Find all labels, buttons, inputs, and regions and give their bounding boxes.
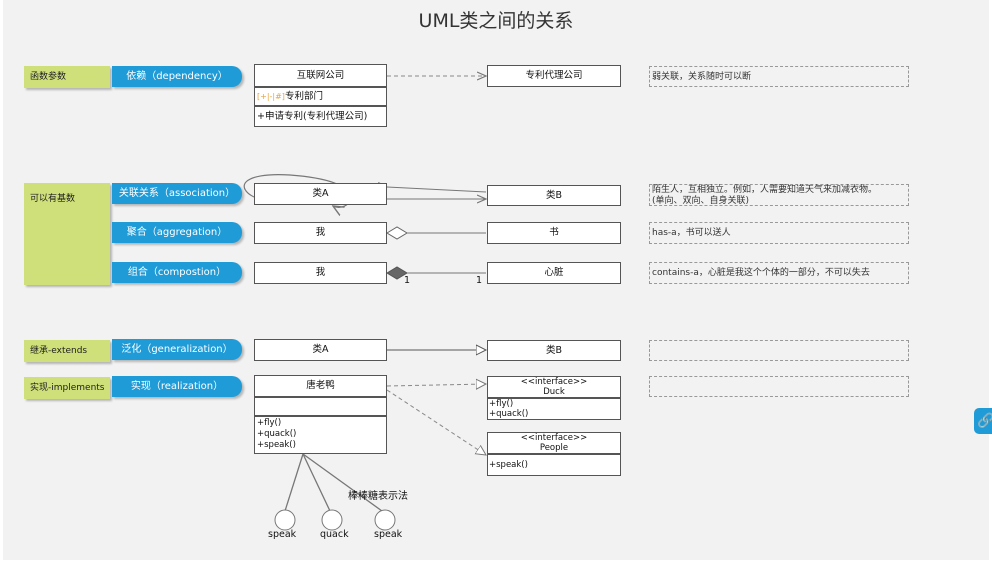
note-text: contains-a，心脏是我这个个体的一部分，不可以失去 bbox=[652, 268, 870, 278]
class-name: 我 bbox=[315, 267, 326, 278]
link-icon[interactable]: 🔗 bbox=[974, 408, 992, 434]
method-speak: +speak() bbox=[257, 440, 296, 450]
relation-association: 关联关系（association） bbox=[112, 183, 242, 204]
class-name: 互联网公司 bbox=[296, 70, 345, 81]
class-a-generalization: 类A bbox=[254, 339, 387, 361]
stereotype: <<interface>> bbox=[520, 433, 588, 443]
class-me-aggregation: 我 bbox=[254, 222, 387, 244]
method-text: +申请专利(专利代理公司) bbox=[257, 111, 368, 122]
lollipop-label-3: speak bbox=[374, 529, 403, 540]
note-realization bbox=[649, 376, 909, 397]
lollipop-circle-1 bbox=[274, 509, 296, 531]
class-name: 类A bbox=[312, 188, 329, 199]
class-internet-company-attrs: [+|-|#]专利部门 bbox=[254, 87, 387, 106]
category-label: 函数参数 bbox=[30, 72, 67, 82]
category-label: 实现-implements bbox=[30, 383, 105, 393]
note-composition: contains-a，心脏是我这个个体的一部分，不可以失去 bbox=[649, 262, 909, 284]
method-quack: +quack() bbox=[489, 409, 529, 419]
class-internet-company-name: 互联网公司 bbox=[254, 64, 387, 87]
class-name: 类B bbox=[545, 190, 563, 201]
category-extends: 继承-extends bbox=[24, 340, 110, 362]
multiplicity-right: 1 bbox=[476, 275, 483, 286]
diagram-title: UML类之间的关系 bbox=[418, 10, 574, 32]
class-heart: 心脏 bbox=[487, 262, 621, 284]
category-multiplicity: 可以有基数 bbox=[24, 183, 110, 285]
lollipop-line-1 bbox=[284, 453, 304, 512]
class-name: 类A bbox=[312, 344, 329, 355]
class-name: 我 bbox=[315, 227, 326, 238]
method-speak: +speak() bbox=[489, 460, 528, 470]
category-label: 可以有基数 bbox=[30, 194, 76, 204]
class-b-association: 类B bbox=[487, 185, 621, 206]
class-b-generalization: 类B bbox=[487, 340, 621, 361]
category-implements: 实现-implements bbox=[24, 377, 110, 399]
lollipop-title: 棒棒糖表示法 bbox=[348, 491, 408, 502]
class-name: 类B bbox=[545, 345, 563, 356]
class-donald-duck-attrs bbox=[254, 397, 387, 416]
note-text-line2: (单向、双向、自身关联) bbox=[652, 196, 750, 206]
attribute-text: 专利部门 bbox=[284, 91, 323, 102]
note-text: has-a，书可以送人 bbox=[652, 228, 731, 238]
class-donald-duck-methods: +fly() +quack() +speak() bbox=[254, 416, 387, 454]
multiplicity-left: 1 bbox=[404, 275, 411, 286]
relation-aggregation: 聚合（aggregation） bbox=[112, 222, 242, 243]
class-me-composition: 我 bbox=[254, 262, 387, 284]
class-donald-duck-name: 唐老鸭 bbox=[254, 375, 387, 397]
note-dependency: 弱关联，关系随时可以断 bbox=[649, 66, 909, 87]
note-association: 陌生人，互相独立。例如，人需要知道天气来加减衣物。 (单向、双向、自身关联) bbox=[649, 184, 909, 206]
interface-people-header: <<interface>> People bbox=[487, 432, 621, 454]
aggregation-diamond bbox=[386, 226, 408, 240]
lollipop-line-3 bbox=[302, 453, 383, 512]
lollipop-line-2 bbox=[302, 453, 331, 512]
note-text-line1: 陌生人，互相独立。例如，人需要知道天气来加减衣物。 bbox=[652, 185, 878, 195]
interface-duck-header: <<interface>> Duck bbox=[487, 376, 621, 398]
class-name: 书 bbox=[549, 227, 559, 238]
method-fly: +fly() bbox=[489, 399, 514, 409]
class-name: 唐老鸭 bbox=[306, 380, 335, 391]
lollipop-label-2: quack bbox=[320, 529, 349, 540]
class-patent-agency: 专利代理公司 bbox=[487, 65, 621, 87]
lollipop-circle-3 bbox=[374, 509, 396, 531]
class-a-association: 类A bbox=[254, 183, 387, 205]
method-fly: +fly() bbox=[257, 418, 282, 428]
interface-name: People bbox=[539, 443, 569, 453]
class-book: 书 bbox=[487, 222, 621, 244]
self-association-loop bbox=[243, 174, 351, 208]
lollipop-label-1: speak bbox=[268, 529, 297, 540]
method-quack: +quack() bbox=[257, 429, 297, 439]
relation-generalization: 泛化（generalization） bbox=[112, 339, 242, 360]
stereotype: <<interface>> bbox=[520, 377, 588, 387]
class-internet-company-methods: +申请专利(专利代理公司) bbox=[254, 106, 387, 127]
note-generalization bbox=[649, 340, 909, 361]
note-text: 弱关联，关系随时可以断 bbox=[652, 72, 752, 82]
lollipop-circle-2 bbox=[321, 509, 343, 531]
interface-name: Duck bbox=[543, 387, 565, 397]
class-name: 专利代理公司 bbox=[525, 70, 583, 81]
relation-realization: 实现（realization） bbox=[112, 376, 242, 397]
interface-people-methods: +speak() bbox=[487, 454, 621, 476]
interface-duck-methods: +fly() +quack() bbox=[487, 398, 621, 420]
category-function-params: 函数参数 bbox=[24, 66, 110, 88]
visibility-tag: [+|-|#] bbox=[257, 92, 285, 101]
realization-connector-people bbox=[386, 389, 486, 455]
association-connector-top bbox=[387, 187, 487, 193]
category-label: 继承-extends bbox=[30, 346, 88, 356]
relation-composition: 组合（compostion） bbox=[112, 262, 242, 283]
class-name: 心脏 bbox=[544, 267, 564, 278]
realization-connector-duck bbox=[386, 384, 486, 386]
note-aggregation: has-a，书可以送人 bbox=[649, 222, 909, 244]
relation-dependency: 依赖（dependency） bbox=[112, 66, 242, 87]
